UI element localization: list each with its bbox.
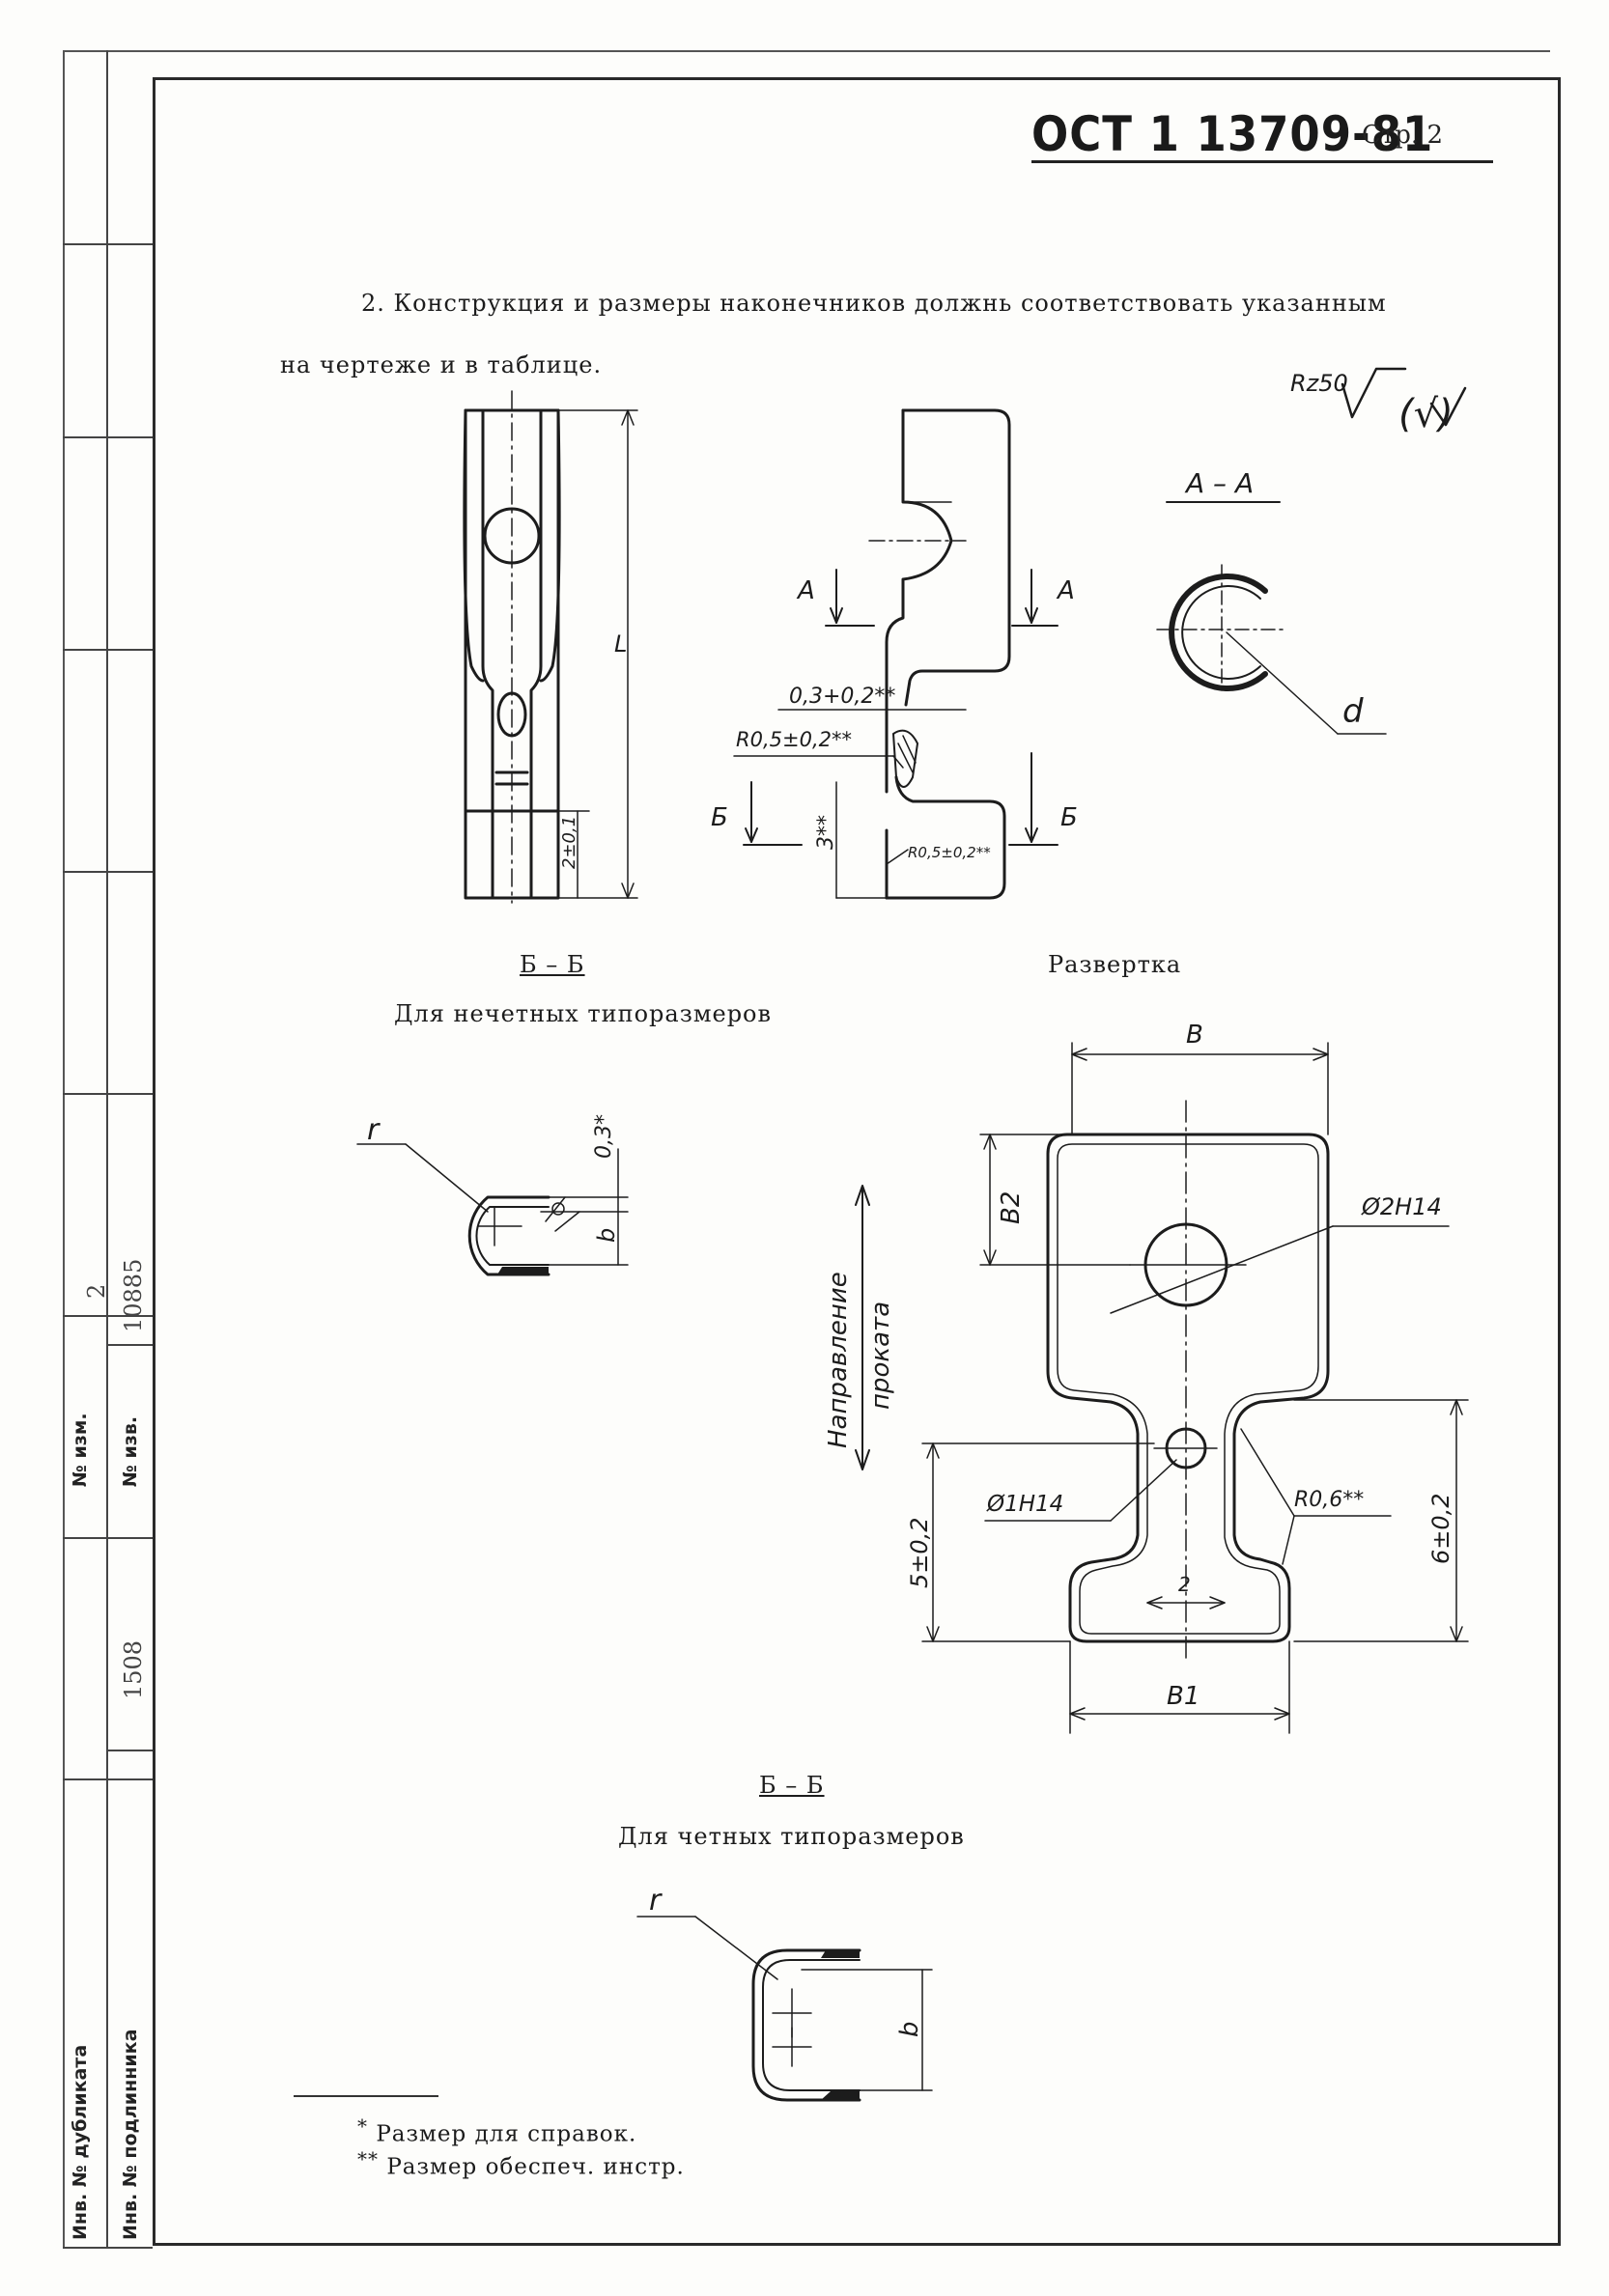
dim-2-slot: 2 bbox=[1178, 1573, 1191, 1596]
dim-d2: Ø2H14 bbox=[1361, 1193, 1442, 1220]
footnote-tool: ** Размер обеспеч. инстр. bbox=[357, 2147, 685, 2180]
page-number: Стр. 2 bbox=[1362, 121, 1443, 150]
strip-rule bbox=[63, 2247, 153, 2249]
section-bb-odd-view bbox=[356, 1143, 629, 1276]
dim-r0-5-lower: R0,5±0,2** bbox=[908, 844, 991, 861]
paragraph-line-1: 2. Конструкция и размеры наконечников до… bbox=[361, 290, 1387, 317]
dim-L: L bbox=[614, 630, 627, 658]
footnote-rule bbox=[294, 2095, 438, 2097]
dim-0-3-ref: 0,3* bbox=[592, 1114, 616, 1159]
even-sizes-caption: Для четных типоразмеров bbox=[618, 1823, 965, 1850]
strip-rule bbox=[63, 1315, 153, 1317]
standard-number: ОСТ 1 13709-81 bbox=[1031, 106, 1434, 162]
strip-divider bbox=[106, 50, 108, 2247]
label-a-left: А bbox=[796, 576, 815, 605]
section-aa-view bbox=[1156, 501, 1387, 735]
dim-B: B bbox=[1186, 1021, 1203, 1050]
outer-border-left bbox=[63, 50, 65, 2247]
strip-rule bbox=[63, 436, 153, 438]
strip-rule bbox=[63, 243, 153, 245]
outer-border-top bbox=[63, 50, 1550, 52]
side-record-strip bbox=[63, 50, 153, 2249]
development-view bbox=[855, 1042, 1469, 1734]
dim-6: 6±0,2 bbox=[1427, 1493, 1454, 1564]
dim-d: d bbox=[1342, 692, 1364, 731]
body-paragraph: 2. Конструкция и размеры наконечников до… bbox=[280, 272, 1468, 396]
dim-r0-5: R0,5±0,2** bbox=[736, 728, 852, 751]
dim-2-01: 2±0,1 bbox=[559, 816, 579, 869]
dim-B1: B1 bbox=[1167, 1682, 1200, 1711]
footnote-ref-mark: * bbox=[357, 2114, 368, 2138]
strip-rule bbox=[63, 1093, 153, 1095]
strip-rule bbox=[63, 1778, 153, 1780]
dim-r-even: r bbox=[649, 1884, 663, 1918]
development-title: Развертка bbox=[1048, 951, 1182, 978]
dim-b-even: b bbox=[895, 2021, 924, 2037]
drawing-frame bbox=[153, 77, 1561, 2246]
title-underline bbox=[1031, 160, 1493, 163]
dim-3: 3** bbox=[814, 815, 838, 850]
roughness-general: (√) bbox=[1398, 392, 1454, 436]
section-aa-title: А – А bbox=[1184, 467, 1254, 499]
label-b-left: Б bbox=[711, 803, 728, 832]
footnote-tool-mark: ** bbox=[357, 2147, 379, 2170]
strip-rule bbox=[63, 1537, 153, 1539]
footnote-tool-text: Размер обеспеч. инстр. bbox=[386, 2154, 685, 2180]
section-bb-even-view bbox=[636, 1916, 933, 2102]
strip-rule bbox=[63, 649, 153, 651]
footnote-ref-text: Размер для справок. bbox=[376, 2121, 637, 2147]
strip-rule bbox=[63, 871, 153, 873]
dim-0-3-tol: 0,3+0,2** bbox=[789, 685, 895, 709]
label-b-right: Б bbox=[1060, 803, 1078, 832]
dim-d1: Ø1H14 bbox=[986, 1492, 1063, 1517]
paragraph-line-2: на чертеже и в таблице. bbox=[280, 351, 603, 378]
dim-5: 5±0,2 bbox=[906, 1517, 933, 1588]
strip-rule bbox=[106, 1344, 153, 1346]
dim-b-odd: b bbox=[593, 1228, 620, 1243]
rolling-direction-1: Направление bbox=[824, 1272, 853, 1448]
front-view bbox=[463, 390, 638, 904]
strip-rule bbox=[106, 1750, 153, 1751]
section-bb-odd-title: Б – Б bbox=[520, 951, 585, 978]
rolling-direction-2: проката bbox=[866, 1302, 895, 1410]
side-view bbox=[733, 408, 1059, 900]
dim-r-odd: r bbox=[367, 1113, 381, 1147]
roughness-label: Rz50 bbox=[1290, 370, 1348, 397]
label-a-right: А bbox=[1056, 576, 1075, 605]
dim-r0-6: R0,6** bbox=[1294, 1488, 1364, 1512]
section-bb-even-title: Б – Б bbox=[759, 1772, 825, 1799]
dim-B2: B2 bbox=[997, 1191, 1026, 1224]
footnote-reference: * Размер для справок. bbox=[357, 2114, 636, 2147]
odd-sizes-caption: Для нечетных типоразмеров bbox=[394, 1000, 773, 1027]
